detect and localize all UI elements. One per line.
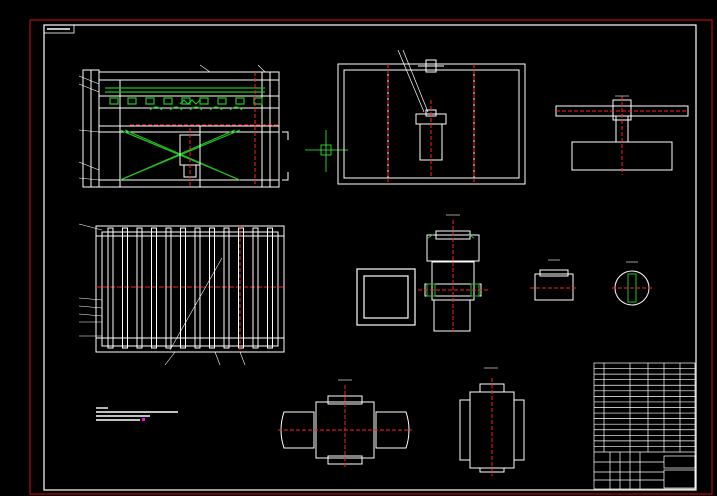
- small-detail-b: [612, 261, 652, 306]
- bottom-detail-right: [459, 367, 525, 476]
- plan-slat: [107, 227, 114, 349]
- plan-slat: [151, 227, 157, 349]
- plan-slat: [180, 227, 186, 349]
- plan-slat: [122, 227, 128, 349]
- small-detail-a: [530, 259, 578, 301]
- bearing-detail-top: [555, 95, 689, 175]
- plan-slat: [252, 227, 259, 349]
- outer-border: [29, 19, 713, 495]
- ucs-crosshair-icon: [305, 130, 348, 172]
- section-detail-center: [418, 214, 490, 332]
- title-block: [593, 362, 696, 490]
- plan-slat: [165, 227, 172, 349]
- side-elevation-view: [337, 49, 526, 185]
- front-elevation-view: [78, 64, 289, 188]
- bottom-detail-left: [278, 379, 412, 468]
- plan-slat: [267, 227, 273, 349]
- plan-slat: [209, 227, 215, 349]
- plan-slat: [136, 227, 143, 349]
- plan-slat: [238, 227, 244, 349]
- drawing-number-box: [43, 24, 75, 34]
- note-marker: [142, 418, 145, 421]
- technical-notes: [96, 407, 178, 421]
- plan-view: [78, 223, 285, 366]
- plan-slat: [223, 227, 230, 349]
- rect-tube-section: [356, 268, 416, 326]
- plan-slat: [194, 227, 201, 349]
- inner-border: [43, 24, 697, 491]
